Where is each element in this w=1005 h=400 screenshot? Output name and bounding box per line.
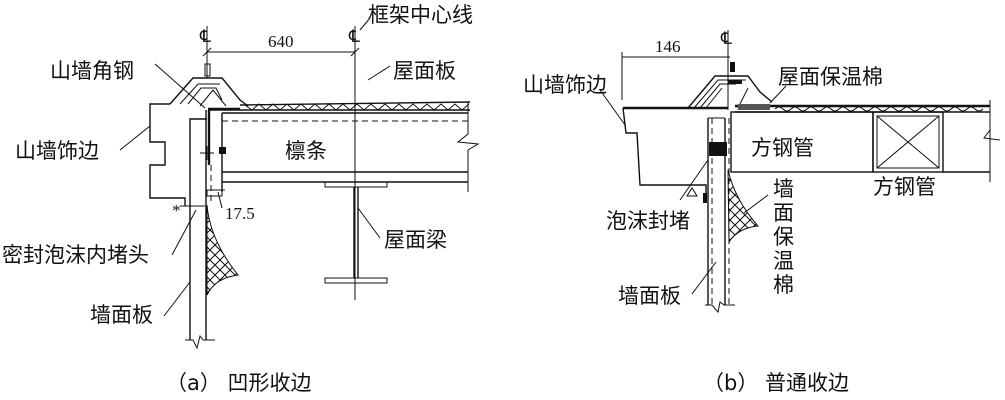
figure-b: ℄ 146 方钢管: [523, 29, 1001, 395]
frame-centerline: ℄: [348, 17, 371, 300]
svg-text:温: 温: [773, 249, 794, 273]
gable-cap-flashing: [169, 63, 249, 107]
dimension-17-5: 17.5: [206, 189, 255, 223]
wall-insulation-a: [206, 204, 239, 296]
svg-text:棉: 棉: [773, 273, 794, 297]
label-roof-panel: 屋面板: [393, 59, 456, 83]
svg-text:墙: 墙: [773, 177, 794, 201]
label-foam-closure-b: 泡沫封堵: [606, 209, 690, 233]
label-wall-insulation-vertical: 墙 面 保 温 棉: [773, 177, 794, 297]
gable-trim-a: [149, 103, 207, 206]
caption-a: （a） 凹形收边: [166, 371, 312, 395]
dimension-146-text: 146: [655, 37, 681, 56]
centerline-symbol-b: ℄: [720, 29, 732, 48]
label-roof-beam: 屋面梁: [384, 228, 447, 252]
label-gable-trim-a: 山墙饰边: [15, 139, 99, 163]
svg-text:面: 面: [773, 201, 794, 225]
wall-insulation-b: [727, 169, 760, 244]
asterisk-marker: *: [172, 201, 181, 220]
label-gable-angle: 山墙角钢: [50, 59, 134, 83]
svg-text:保: 保: [773, 225, 794, 249]
label-purlin: 檩条: [285, 139, 327, 163]
wall-panel-a: [185, 110, 226, 350]
roof-beam: 屋面梁: [324, 181, 447, 284]
gable-cap-flashing-b: [687, 62, 773, 109]
centerline-b: ℄: [720, 29, 732, 110]
wall-panel-b: [686, 117, 735, 314]
roof-panel: [208, 101, 471, 111]
square-tube-1: 方钢管: [730, 111, 874, 173]
label-wall-panel-a: 墙面板: [90, 303, 153, 327]
caption-b: （b） 普通收边: [703, 371, 849, 395]
label-roof-insulation: 屋面保温棉: [778, 65, 883, 89]
label-wall-panel-b: 墙面板: [618, 284, 681, 308]
square-tube-2: 方钢管: [872, 111, 990, 199]
centerline-symbol-a2: ℄: [348, 27, 360, 46]
gable-trim-b: [622, 106, 728, 196]
label-foam-closure-a: 密封泡沫内堵头: [2, 243, 149, 267]
dimension-640-text: 640: [268, 32, 294, 51]
label-gable-trim-b: 山墙饰边: [523, 73, 607, 97]
centerline-symbol-a1: ℄: [199, 27, 211, 46]
purlin: 檩条: [221, 102, 480, 192]
dimension-146: 146: [621, 37, 730, 100]
label-square-tube-2: 方钢管: [873, 175, 936, 199]
dimension-640: 640: [202, 32, 360, 57]
dimension-17-5-text: 17.5: [225, 204, 255, 223]
figure-a: ℄ ℄ 框架中心线 640: [2, 3, 480, 395]
label-frame-centerline: 框架中心线: [368, 3, 473, 27]
label-square-tube-1: 方钢管: [751, 136, 814, 160]
